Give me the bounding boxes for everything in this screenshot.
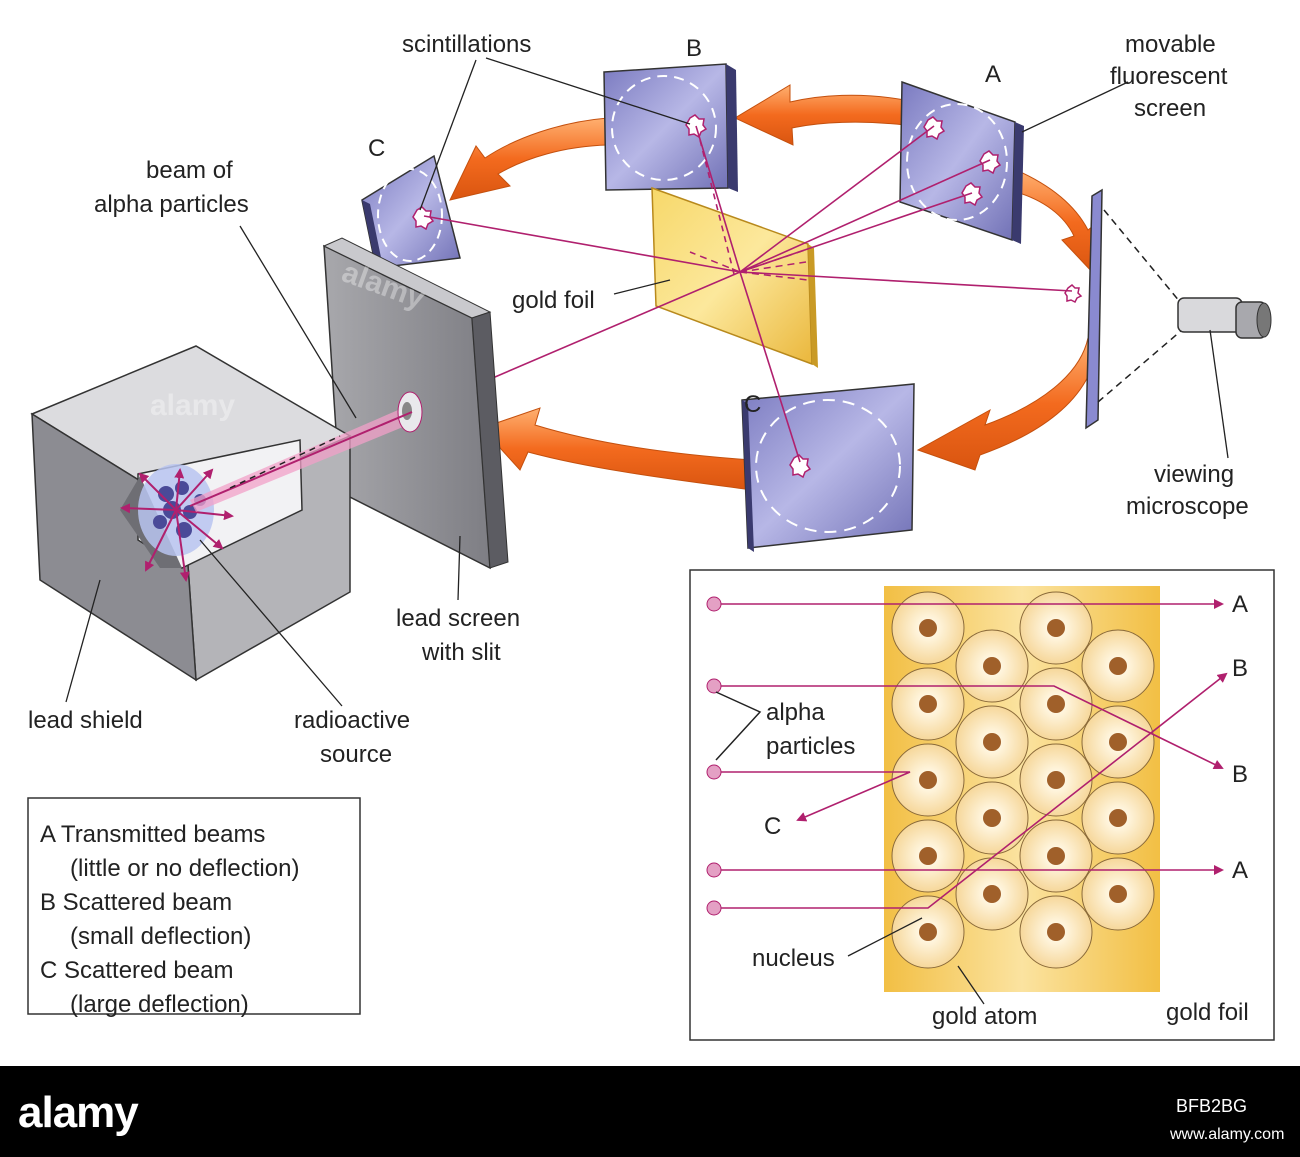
nucleus [1047, 771, 1065, 789]
screen-a [899, 80, 1024, 244]
inset-panel: A B B C A alpha particles nucleus gold a… [689, 569, 1275, 1041]
emitted-rays [120, 468, 234, 582]
nucleus [919, 923, 937, 941]
label-scintillations: scintillations [402, 31, 531, 58]
inset-label-b1: B [1232, 655, 1248, 682]
inset-label-alpha-1: alpha [766, 699, 825, 726]
label-beam-1: beam of [146, 157, 233, 184]
nucleus [1109, 657, 1127, 675]
inset-label-a1: A [1232, 591, 1248, 618]
arrow-a-to-b [733, 84, 906, 146]
screen-c-top [361, 154, 461, 272]
label-lead-screen-1: lead screen [396, 605, 520, 632]
label-beam-2: alpha particles [94, 191, 249, 218]
nucleus [1047, 695, 1065, 713]
inset-label-nucleus: nucleus [752, 945, 835, 972]
screen-b [603, 63, 738, 192]
image-id: BFB2BG [1176, 1096, 1248, 1116]
leader-lines [65, 57, 1229, 707]
inset-label-a2: A [1232, 857, 1248, 884]
inset-alpha-paths [716, 599, 1228, 909]
nucleus [919, 695, 937, 713]
screen-right [1064, 188, 1103, 430]
nucleus [1109, 809, 1127, 827]
nucleus [1109, 733, 1127, 751]
screen-c-bottom [741, 383, 915, 552]
footer-bar [0, 1066, 1300, 1157]
legend-box: A Transmitted beams (little or no deflec… [27, 797, 361, 1018]
inset-label-alpha-2: particles [766, 733, 855, 760]
nucleus [983, 733, 1001, 751]
footer-url: www.alamy.com [1170, 1126, 1285, 1143]
alamy-logo: alamy [18, 1088, 139, 1137]
nucleus [919, 847, 937, 865]
label-viewing-1: viewing [1154, 461, 1234, 488]
legend-c-title: C Scattered beam [40, 957, 233, 984]
inset-alpha-particles [706, 596, 722, 916]
label-radioactive-2: source [320, 741, 392, 768]
label-movable-3: screen [1134, 95, 1206, 122]
label-screen-c-bottom: C [744, 391, 761, 418]
label-screen-b: B [686, 35, 702, 62]
legend-a-title: A Transmitted beams [40, 821, 265, 848]
label-screen-a: A [985, 61, 1001, 88]
label-lead-shield: lead shield [28, 707, 143, 734]
lead-screen: alamy [322, 237, 509, 570]
legend-c-desc: (large deflection) [70, 991, 249, 1018]
label-gold-foil: gold foil [512, 287, 595, 314]
nucleus [919, 771, 937, 789]
foil-dashed-rays [689, 249, 809, 281]
nucleus [1047, 923, 1065, 941]
alpha-paths [423, 125, 1073, 463]
nucleus [983, 657, 1001, 675]
nucleus [1109, 885, 1127, 903]
arrow-c-to-lead [481, 407, 753, 491]
arrow-b-to-c [449, 117, 609, 201]
arrow-right-to-a [1015, 169, 1099, 277]
legend-b-title: B Scattered beam [40, 889, 232, 916]
nucleus [1047, 847, 1065, 865]
label-viewing-2: microscope [1126, 493, 1249, 520]
lead-shield-box: alamy [30, 345, 423, 682]
inset-label-gold-atom: gold atom [932, 1003, 1037, 1030]
label-movable-2: fluorescent [1110, 63, 1228, 90]
label-screen-c-top: C [368, 135, 385, 162]
nucleus [983, 885, 1001, 903]
watermark-shield: alamy [150, 389, 235, 422]
nucleus [1047, 619, 1065, 637]
inset-label-c: C [764, 813, 781, 840]
label-lead-screen-2: with slit [421, 639, 501, 666]
nucleus [919, 619, 937, 637]
viewing-microscope [1097, 209, 1272, 403]
label-radioactive-1: radioactive [294, 707, 410, 734]
inset-label-gold-foil: gold foil [1166, 999, 1249, 1026]
label-movable-1: movable [1125, 31, 1216, 58]
arrow-right-to-c [916, 337, 1095, 471]
orange-arrows [449, 84, 1099, 491]
legend-a-desc: (little or no deflection) [70, 855, 299, 882]
legend-b-desc: (small deflection) [70, 923, 251, 950]
nucleus [983, 809, 1001, 827]
inset-label-b2: B [1232, 761, 1248, 788]
